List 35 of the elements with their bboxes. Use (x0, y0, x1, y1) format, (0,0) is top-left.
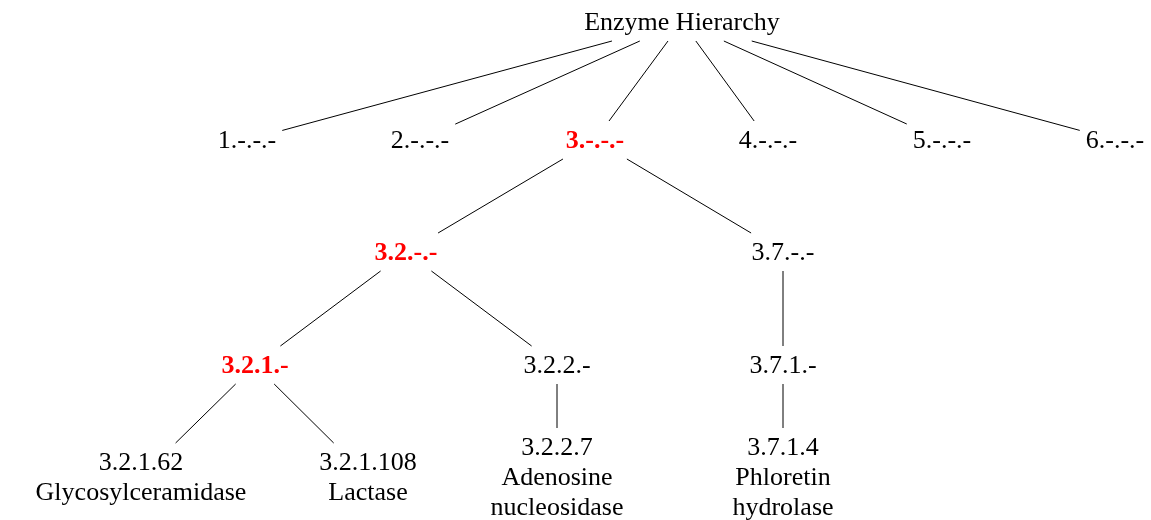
tree-branch-line (279, 270, 382, 347)
ec-number: 3.2.1.- (221, 350, 289, 380)
enzyme-name: Adenosine nucleosidase (489, 462, 625, 520)
tree-title: Enzyme Hierarchy (584, 7, 780, 37)
enzyme-name: Phloretin hydrolase (731, 462, 835, 520)
ec-number: 3.2.1.62 (97, 447, 185, 477)
enzyme-name: Lactase (327, 477, 409, 507)
ec-number: 3.2.2.7 (520, 432, 594, 462)
tree-branch-line (751, 40, 1081, 131)
ec-number: 6.-.-.- (1085, 125, 1145, 155)
tree-branch-line (437, 158, 564, 234)
ec-number: 3.-.-.- (565, 125, 625, 155)
tree-branch-line (556, 383, 558, 429)
ec-number: 1.-.-.- (217, 125, 277, 155)
ec-number: 5.-.-.- (912, 125, 972, 155)
tree-branch-line (608, 40, 669, 122)
tree-branch-line (175, 383, 237, 444)
ec-number: 3.7.-.- (751, 237, 815, 267)
tree-branch-line (430, 270, 533, 347)
tree-branch-line (273, 383, 335, 444)
ec-number: 3.7.1.4 (746, 432, 820, 462)
tree-branch-line (281, 40, 613, 131)
ec-number: 2.-.-.- (390, 125, 450, 155)
ec-number: 3.2.-.- (374, 237, 438, 267)
ec-number: 4.-.-.- (738, 125, 798, 155)
tree-branch-line (782, 383, 784, 429)
ec-number: 3.2.1.108 (319, 447, 417, 477)
tree-branch-line (626, 158, 752, 234)
tree-branch-line (782, 270, 784, 347)
tree-branch-line (454, 40, 641, 125)
ec-number: 3.7.1.- (749, 350, 817, 380)
ec-number: 3.2.2.- (523, 350, 591, 380)
tree-branch-line (723, 40, 908, 125)
tree-branch-line (695, 40, 755, 122)
enzyme-name: Glycosylceramidase (35, 477, 247, 507)
